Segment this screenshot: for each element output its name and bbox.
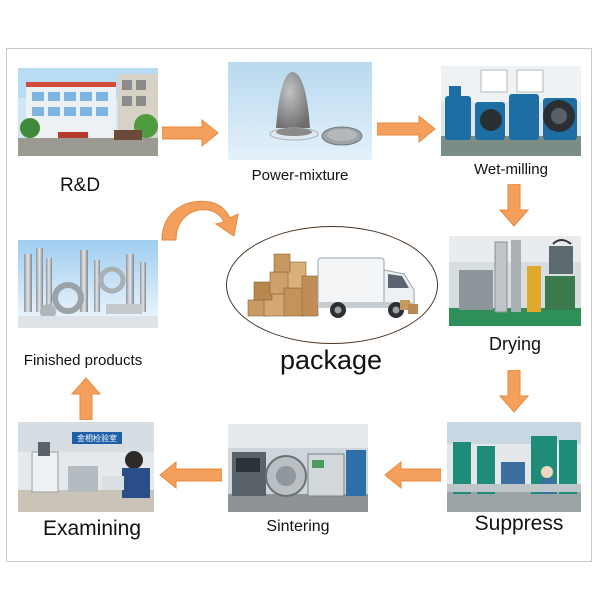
powder-mixture-photo bbox=[228, 62, 372, 160]
package-oval bbox=[226, 226, 438, 344]
step-label-drying: Drying bbox=[488, 334, 541, 354]
examining-signboard-text: 金相检验室 bbox=[77, 433, 117, 443]
diagram-frame bbox=[6, 48, 592, 562]
step-label-wet-milling: Wet-milling bbox=[474, 161, 548, 178]
step-label-package: package bbox=[279, 345, 383, 375]
suppress-photo bbox=[447, 422, 581, 512]
flow-arrow-left bbox=[383, 460, 441, 490]
flow-arrow-down bbox=[498, 184, 530, 228]
finished-products-photo bbox=[18, 240, 158, 328]
flow-arrow-right bbox=[377, 114, 437, 144]
examining-photo: 金相检验室 bbox=[18, 422, 154, 512]
sintering-photo bbox=[228, 424, 368, 512]
step-label-rnd: R&D bbox=[59, 175, 101, 196]
flow-arrow-right bbox=[162, 118, 220, 148]
step-label-sintering: Sintering bbox=[266, 518, 330, 535]
flow-arrow-left bbox=[158, 460, 222, 490]
step-label-finished-products: Finished products bbox=[23, 352, 143, 369]
flow-arrow-down bbox=[498, 370, 530, 414]
package-truck-photo bbox=[244, 244, 422, 328]
step-label-examining: Examining bbox=[42, 517, 142, 540]
step-label-suppress: Suppress bbox=[474, 512, 564, 535]
wet-milling-photo bbox=[441, 66, 581, 156]
flow-arrow-curved bbox=[158, 194, 242, 246]
rnd-building-photo bbox=[18, 68, 158, 156]
flow-arrow-up bbox=[70, 376, 102, 420]
step-label-powder-mixture: Power-mixture bbox=[251, 167, 349, 184]
drying-photo bbox=[449, 236, 581, 326]
